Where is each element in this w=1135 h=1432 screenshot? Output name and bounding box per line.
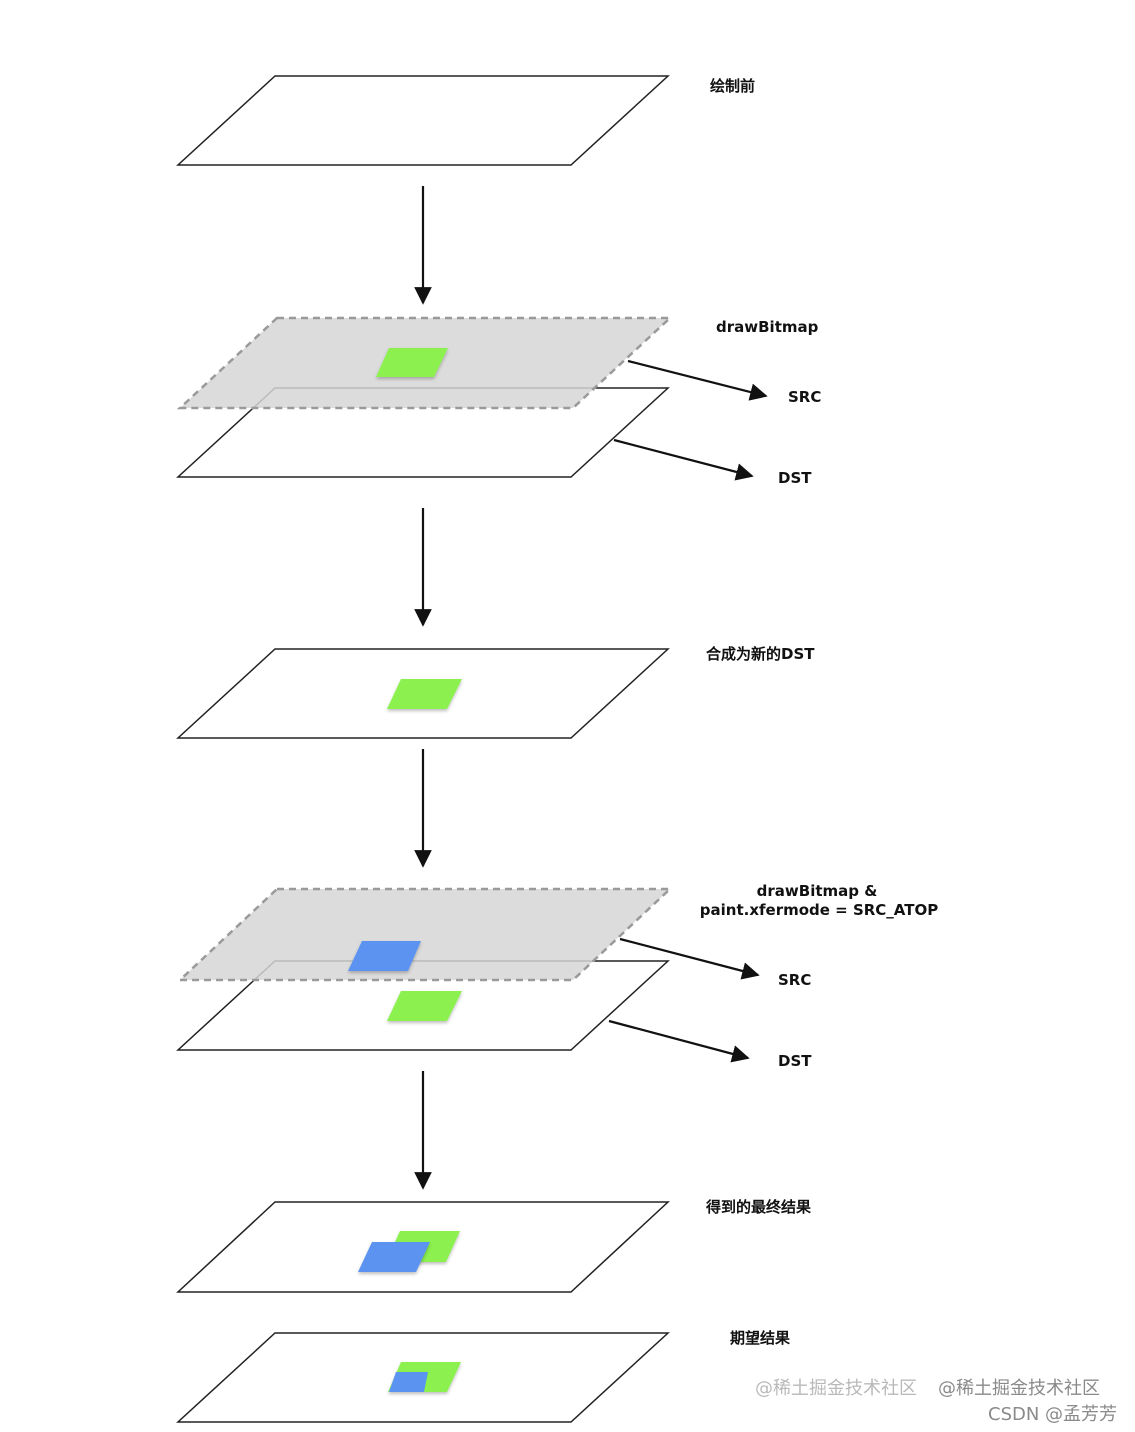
pointer-src-2 [619,937,760,980]
label-final-result: 得到的最终结果 [705,1198,812,1216]
pointer-dst-1 [613,438,754,481]
pointer-src-1 [627,359,768,401]
watermark-juejin-2: @稀土掘金技术社区 [938,1378,1100,1399]
label-dst-1: DST [778,469,812,487]
watermarks: @稀土掘金技术社区 @稀土掘金技术社区 CSDN @孟芳芳 [755,1378,1117,1425]
blue-bitmap-expected-intersection [389,1372,428,1392]
label-draw-bitmap-2-line1: drawBitmap & [757,882,878,900]
src-layer-2 [176,887,674,982]
label-dst-2: DST [778,1052,812,1070]
step-draw-bitmap: drawBitmap SRC DST [176,316,821,487]
step-composite-new-dst: 合成为新的DST [176,645,815,739]
label-composite-new-dst: 合成为新的DST [705,645,815,663]
green-bitmap-dst [387,991,462,1021]
label-src-1: SRC [788,388,821,406]
watermark-juejin-1: @稀土掘金技术社区 [755,1378,917,1399]
step-draw-bitmap-src-atop: drawBitmap & paint.xfermode = SRC_ATOP S… [176,882,938,1070]
label-draw-bitmap: drawBitmap [716,318,819,336]
pointer-dst-2 [608,1019,750,1063]
canvas-layer-empty [176,75,670,166]
label-expected-result: 期望结果 [730,1329,791,1347]
label-draw-bitmap-2-line2: paint.xfermode = SRC_ATOP [700,901,938,919]
blue-bitmap [348,941,421,971]
step-expected-result: 期望结果 [176,1329,791,1423]
step-before-draw: 绘制前 [176,75,755,166]
label-src-2: SRC [778,971,811,989]
step-final-result: 得到的最终结果 [176,1198,812,1293]
label-before-draw: 绘制前 [710,77,755,95]
green-bitmap [376,348,448,377]
blue-bitmap-final [358,1242,430,1272]
green-bitmap-composited [387,679,462,709]
watermark-csdn: CSDN @孟芳芳 [988,1404,1117,1425]
